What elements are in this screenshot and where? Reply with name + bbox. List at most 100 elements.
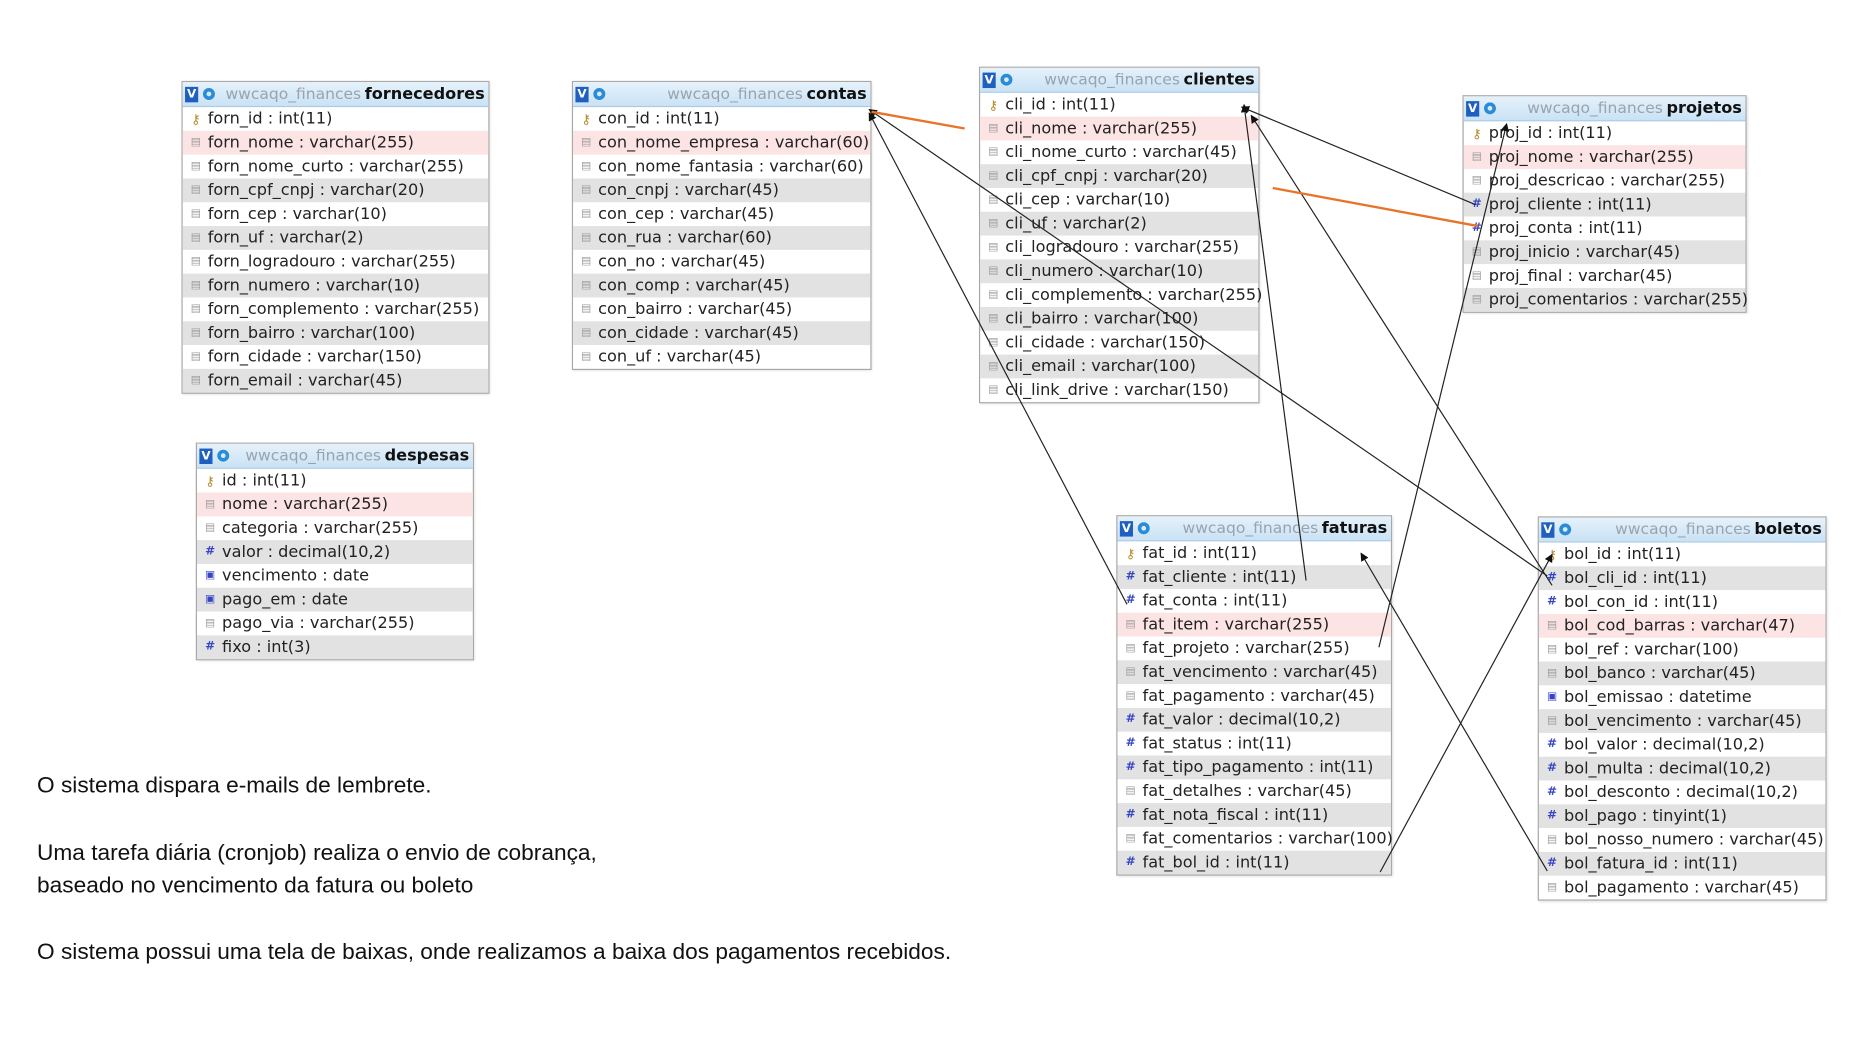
table-column-row[interactable]: #valor : decimal(10,2) [196,540,473,564]
table-column-row[interactable]: ▤con_cep : varchar(45) [573,202,870,226]
table-column-row[interactable]: #bol_con_id : int(11) [1539,590,1826,614]
table-column-row[interactable]: ⚷id : int(11) [197,469,473,493]
collapse-icon[interactable]: V [199,447,213,464]
table-column-row[interactable]: ▤cli_logradouro : varchar(255) [980,236,1258,260]
table-column-row[interactable]: ▤pago_via : varchar(255) [197,612,473,636]
gear-icon[interactable] [217,449,230,462]
table-header[interactable]: V wwcaqo_finances contas [573,82,871,108]
table-column-row[interactable]: ▤forn_nome_curto : varchar(255) [183,155,489,179]
table-column-row[interactable]: ▤forn_numero : varchar(10) [182,273,489,298]
table-column-row[interactable]: ▤bol_ref : varchar(100) [1539,638,1826,662]
table-column-row[interactable]: #fat_bol_id : int(11) [1117,850,1391,875]
table-column-row[interactable]: ▤fat_pagamento : varchar(45) [1117,684,1390,708]
table-column-row[interactable]: #fat_valor : decimal(10,2) [1117,707,1391,732]
table-header[interactable]: V wwcaqo_finances despesas [196,443,473,469]
gear-icon[interactable] [1483,102,1496,115]
table-column-row[interactable]: ▤con_no : varchar(45) [573,250,870,274]
table-column-row[interactable]: ▣vencimento : date [197,564,473,588]
table-column-row[interactable]: ▤cli_cpf_cnpj : varchar(20) [980,164,1259,188]
table-column-row[interactable]: #proj_cliente : int(11) [1463,192,1746,217]
table-column-row[interactable]: ▤proj_nome : varchar(255) [1463,145,1746,169]
table-header[interactable]: V wwcaqo_finances fornecedores [182,82,489,108]
table-column-row[interactable]: ▤forn_email : varchar(45) [182,368,489,393]
table-column-row[interactable]: #fat_status : int(11) [1117,732,1390,756]
table-column-row[interactable]: ⚷bol_id : int(11) [1539,543,1826,567]
table-column-row[interactable]: ▤con_cidade : varchar(45) [573,321,871,346]
table-header[interactable]: V wwcaqo_finances clientes [980,67,1259,93]
table-column-row[interactable]: ⚷con_id : int(11) [573,107,870,131]
table-column-row[interactable]: #fat_nota_fiscal : int(11) [1117,803,1391,827]
gear-icon[interactable] [1000,73,1013,86]
gear-icon[interactable] [1137,522,1150,535]
table-column-row[interactable]: ▤fat_detalhes : varchar(45) [1117,779,1390,803]
table-column-row[interactable]: ▤forn_cep : varchar(10) [183,202,489,226]
table-column-row[interactable]: ▤proj_final : varchar(45) [1464,264,1746,288]
table-column-row[interactable]: ▤forn_uf : varchar(2) [182,226,489,250]
table-column-row[interactable]: ▤bol_banco : varchar(45) [1538,661,1826,686]
table-faturas[interactable]: V wwcaqo_finances faturas ⚷fat_id : int(… [1116,515,1393,876]
table-header[interactable]: V wwcaqo_finances boletos [1538,517,1826,543]
table-despesas[interactable]: V wwcaqo_finances despesas ⚷id : int(11)… [195,442,474,661]
table-column-row[interactable]: ▤bol_vencimento : varchar(45) [1538,709,1826,733]
table-column-row[interactable]: ▤proj_comentarios : varchar(255) [1463,287,1748,312]
table-column-row[interactable]: ▤con_comp : varchar(45) [573,273,871,298]
table-column-row[interactable]: #fat_tipo_pagamento : int(11) [1117,755,1391,780]
table-column-row[interactable]: ▤nome : varchar(255) [196,492,473,517]
table-column-row[interactable]: ▤forn_cidade : varchar(150) [183,345,489,369]
table-column-row[interactable]: ▤proj_inicio : varchar(45) [1463,240,1746,265]
table-clientes[interactable]: V wwcaqo_finances clientes ⚷cli_id : int… [978,66,1262,404]
table-column-row[interactable]: #fixo : int(3) [196,635,473,660]
table-column-row[interactable]: ▤con_bairro : varchar(45) [573,297,870,321]
table-column-row[interactable]: ⚷proj_id : int(11) [1464,121,1746,145]
table-projetos[interactable]: V wwcaqo_finances projetos ⚷proj_id : in… [1462,95,1748,313]
table-column-row[interactable]: ▤cli_complemento : varchar(255) [980,283,1262,307]
table-column-row[interactable]: ▤forn_nome : varchar(255) [182,130,489,155]
table-column-row[interactable]: ▤forn_bairro : varchar(100) [182,321,489,346]
table-column-row[interactable]: ⚷forn_id : int(11) [183,107,489,131]
table-column-row[interactable]: ▤cli_cidade : varchar(150) [980,331,1258,355]
table-header[interactable]: V wwcaqo_finances projetos [1463,96,1746,122]
table-column-row[interactable]: ▤cli_uf : varchar(2) [980,211,1259,236]
table-column-row[interactable]: #bol_valor : decimal(10,2) [1539,733,1826,757]
table-column-row[interactable]: ▤con_nome_empresa : varchar(60) [573,130,871,155]
table-column-row[interactable]: ▤con_rua : varchar(60) [573,226,871,250]
table-column-row[interactable]: #bol_fatura_id : int(11) [1538,851,1826,876]
gear-icon[interactable] [593,88,606,100]
table-contas[interactable]: V wwcaqo_finances contas ⚷con_id : int(1… [571,80,872,371]
table-column-row[interactable]: ▤cli_numero : varchar(10) [980,259,1259,284]
table-column-row[interactable]: ▤con_uf : varchar(45) [573,345,870,369]
table-column-row[interactable]: #bol_desconto : decimal(10,2) [1539,780,1826,804]
table-header[interactable]: V wwcaqo_finances faturas [1117,516,1391,542]
collapse-icon[interactable]: V [982,71,996,88]
table-column-row[interactable]: ▤cli_cep : varchar(10) [980,188,1258,212]
table-column-row[interactable]: #fat_cliente : int(11) [1117,565,1391,589]
table-column-row[interactable]: ▤cli_bairro : varchar(100) [980,306,1259,331]
table-column-row[interactable]: #bol_pago : tinyint(1) [1538,804,1826,829]
table-column-row[interactable]: ⚷fat_id : int(11) [1117,541,1390,565]
table-column-row[interactable]: ▤cli_link_drive : varchar(150) [980,378,1258,402]
table-column-row[interactable]: #proj_conta : int(11) [1464,217,1746,241]
table-column-row[interactable]: #bol_multa : decimal(10,2) [1538,756,1826,781]
gear-icon[interactable] [1559,523,1572,536]
table-boletos[interactable]: V wwcaqo_finances boletos ⚷bol_id : int(… [1537,516,1827,901]
table-column-row[interactable]: ▣bol_emissao : datetime [1539,685,1826,709]
table-column-row[interactable]: ▤fat_vencimento : varchar(45) [1117,660,1391,685]
table-column-row[interactable]: ▤forn_cpf_cnpj : varchar(20) [182,178,489,203]
table-column-row[interactable]: ▤cli_nome_curto : varchar(45) [980,140,1258,164]
table-column-row[interactable]: ▤cli_email : varchar(100) [980,354,1259,379]
collapse-icon[interactable]: V [1119,520,1133,536]
table-column-row[interactable]: ⚷cli_id : int(11) [980,93,1258,117]
table-column-row[interactable]: #bol_cli_id : int(11) [1538,566,1826,591]
table-column-row[interactable]: ▤con_nome_fantasia : varchar(60) [573,155,870,179]
table-column-row[interactable]: ▣pago_em : date [196,587,473,612]
table-column-row[interactable]: ▤bol_pagamento : varchar(45) [1539,876,1826,900]
table-column-row[interactable]: #fat_conta : int(11) [1117,589,1390,613]
table-column-row[interactable]: ▤fat_item : varchar(255) [1117,612,1391,637]
table-column-row[interactable]: ▤categoria : varchar(255) [197,516,473,540]
table-fornecedores[interactable]: V wwcaqo_finances fornecedores ⚷forn_id … [181,80,490,394]
collapse-icon[interactable]: V [1541,521,1555,538]
collapse-icon[interactable]: V [1466,100,1480,117]
gear-icon[interactable] [202,88,215,100]
table-column-row[interactable]: ▤forn_complemento : varchar(255) [183,297,489,321]
table-column-row[interactable]: ▤forn_logradouro : varchar(255) [183,250,489,274]
